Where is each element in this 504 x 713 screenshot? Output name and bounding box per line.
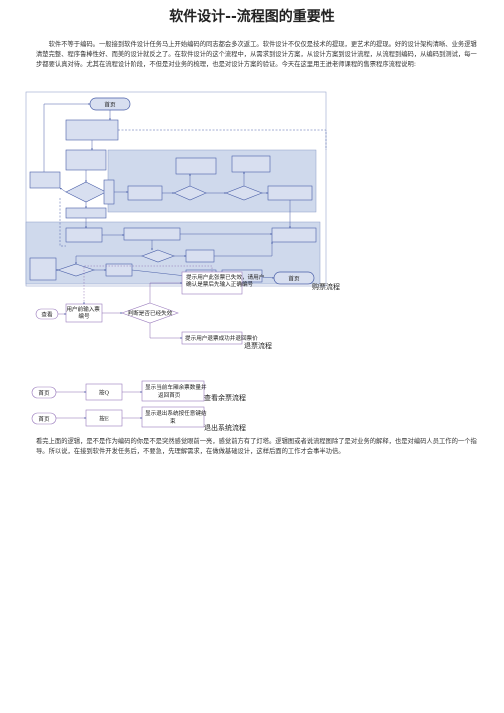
end-node-label: 首页: [288, 275, 300, 283]
panel-bottom-box-5: [29, 257, 57, 281]
remaining-key-label: 按Q: [99, 389, 110, 397]
panel-bottom-box-4: [185, 249, 215, 263]
intro-paragraph: 软件不等于编码。一般接到软件设计任务马上开始编码的同志都会多次返工。软件设计不仅…: [36, 41, 477, 69]
refund-flowchart: 查看 用户前输入票 编号 判断是否已经失效 提示用户此张票已失效，请用户 确认是…: [35, 265, 272, 350]
panel-bottom-box-1: [65, 227, 103, 243]
process-box-2: [65, 149, 107, 171]
exit-start-node: [31, 412, 57, 425]
panel-bottom-box-2: [123, 227, 181, 241]
refund-invalid-label: 提示用户此张票已失效，请用户 确认是票后先输入正确编号: [186, 273, 266, 288]
panel-top-box-2: [175, 157, 217, 175]
process-box-3: [29, 171, 61, 189]
refund-start-label: 查看: [41, 311, 53, 319]
process-box-vertical: [103, 179, 115, 205]
panel-top-decision-2: [225, 185, 263, 201]
purchase-connectors: [43, 103, 327, 279]
process-box-4: [65, 207, 107, 219]
remaining-start-node: [31, 386, 57, 399]
panel-top-box-3: [231, 155, 271, 173]
document-title: 软件设计--流程图的重要性: [169, 9, 335, 25]
panel-bottom-decision-2: [57, 263, 95, 277]
process-box-1: [65, 119, 119, 141]
purchase-flow-caption: 购票流程: [312, 282, 340, 291]
closing-paragraph: 看完上面的逻辑，是不是作为编码的你是不是突然感觉眼前一亮，感觉前方有了灯塔。逻辑…: [36, 438, 477, 456]
panel-top-decision-1: [173, 185, 207, 201]
refund-input-label: 用户前输入票 编号: [66, 305, 101, 320]
exit-result-label: 显示退出系统按任意键结 束: [145, 409, 208, 425]
purchase-flowchart: 首页 首页: [25, 91, 340, 291]
exit-start-label: 首页: [38, 415, 50, 423]
refund-success-label: 提示用户退票成功并退回票价: [185, 334, 258, 342]
panel-bottom-decision-1: [141, 249, 175, 263]
start-node-label: 首页: [104, 101, 116, 109]
remaining-flowchart: 首页 按Q 显示当前车厢余票数量并 返回首页 查看余票流程: [31, 380, 246, 402]
refund-flow-caption: 退票流程: [244, 341, 272, 350]
panel-top-box-4: [267, 185, 313, 201]
exit-flowchart: 首页 按E 显示退出系统按任意键结 束 退出系统流程: [31, 406, 246, 432]
exit-key-label: 按E: [99, 415, 109, 423]
refund-decision-label: 判断是否已经失效: [128, 309, 173, 317]
refund-connectors: [58, 265, 213, 339]
panel-bottom-box-3: [271, 227, 317, 243]
remaining-result-label: 显示当前车厢余票数量并 返回首页: [145, 383, 208, 399]
remaining-flow-caption: 查看余票流程: [204, 393, 246, 402]
exit-flow-caption: 退出系统流程: [204, 423, 246, 432]
panel-top-box-1: [127, 185, 163, 201]
remaining-start-label: 首页: [38, 389, 50, 397]
